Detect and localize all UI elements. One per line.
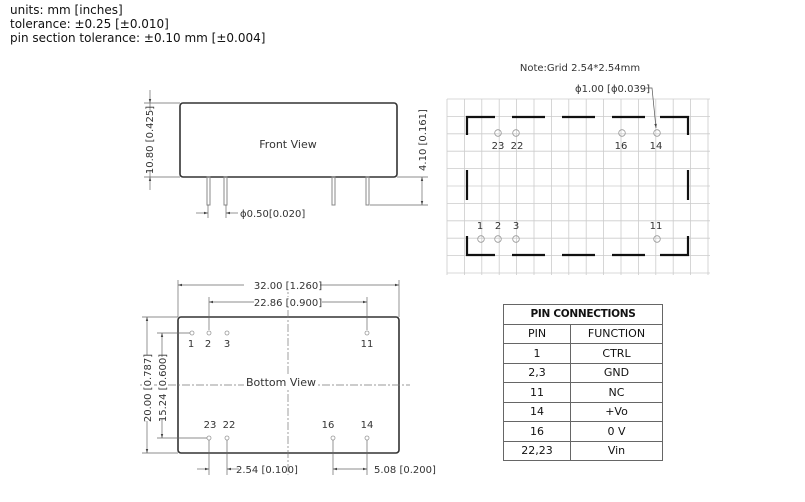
bottom-height-dim: 20.00 [0.787] — [143, 354, 154, 422]
row-span-dim: 15.24 [0.600] — [158, 354, 169, 422]
function-cell: 0 V — [570, 421, 663, 442]
grid-pin-1: 1 — [477, 221, 483, 232]
bottom-pin-14: 14 — [361, 420, 374, 431]
grid-pin-2: 2 — [495, 221, 501, 232]
footprint-holes — [477, 129, 661, 243]
pin-cell: 14 — [503, 401, 571, 422]
function-cell: NC — [570, 382, 663, 403]
bottom-pin-16: 16 — [322, 420, 335, 431]
bottom-pin-22: 22 — [223, 420, 236, 431]
pin-tolerance-note: pin section tolerance: ±0.10 mm [±0.004] — [10, 31, 266, 45]
function-cell: +Vo — [570, 401, 663, 422]
pin-cell: 22,23 — [503, 440, 571, 461]
bottom-pin-11: 11 — [361, 339, 374, 350]
grid-pin-11: 11 — [650, 221, 663, 232]
pin-diameter-dim: ϕ0.50[0.020] — [240, 209, 305, 220]
pin-cell: 11 — [503, 382, 571, 403]
front-view — [144, 90, 428, 218]
function-cell: CTRL — [570, 343, 663, 364]
function-cell: GND — [570, 362, 663, 383]
function-cell: Vin — [570, 440, 663, 461]
bottom-view — [140, 280, 410, 475]
pitch-dim: 2.54 [0.100] — [236, 465, 298, 476]
front-view-title: Front View — [259, 138, 316, 151]
pin-length-dim: 4.10 [0.161] — [418, 109, 429, 171]
pitch2-dim: 5.08 [0.200] — [374, 465, 436, 476]
grid-pin-22: 22 — [511, 141, 524, 152]
grid-pin-3: 3 — [513, 221, 519, 232]
front-height-dim: 10.80 [0.425] — [145, 106, 156, 174]
bottom-pin-1: 1 — [188, 339, 194, 350]
pin-cell: 16 — [503, 421, 571, 442]
footprint-outline — [465, 115, 690, 257]
bottom-pin-23: 23 — [204, 420, 217, 431]
grid-pin-14: 14 — [650, 141, 663, 152]
grid-pin-16: 16 — [615, 141, 628, 152]
hole-diameter-label: ϕ1.00 [ϕ0.039] — [575, 84, 650, 95]
bottom-pin-3: 3 — [224, 339, 230, 350]
pin-span-dim: 22.86 [0.900] — [254, 298, 322, 309]
pin-cell: 1 — [503, 343, 571, 364]
header-function: FUNCTION — [570, 323, 663, 344]
bottom-width-dim: 32.00 [1.260] — [254, 281, 322, 292]
grid-note: Note:Grid 2.54*2.54mm — [520, 63, 640, 74]
bottom-view-title: Bottom View — [246, 376, 316, 389]
pcb-grid — [446, 98, 710, 275]
bottom-pin-2: 2 — [205, 339, 211, 350]
table-title: PIN CONNECTIONS — [503, 304, 663, 325]
table-row: 14+Vo — [503, 401, 663, 422]
pin-cell: 2,3 — [503, 362, 571, 383]
units-note: units: mm [inches] — [10, 3, 123, 17]
tolerance-note: tolerance: ±0.25 [±0.010] — [10, 17, 169, 31]
notes: units: mm [inches] tolerance: ±0.25 [±0.… — [10, 3, 265, 45]
grid-pin-23: 23 — [492, 141, 505, 152]
header-pin: PIN — [503, 323, 571, 344]
